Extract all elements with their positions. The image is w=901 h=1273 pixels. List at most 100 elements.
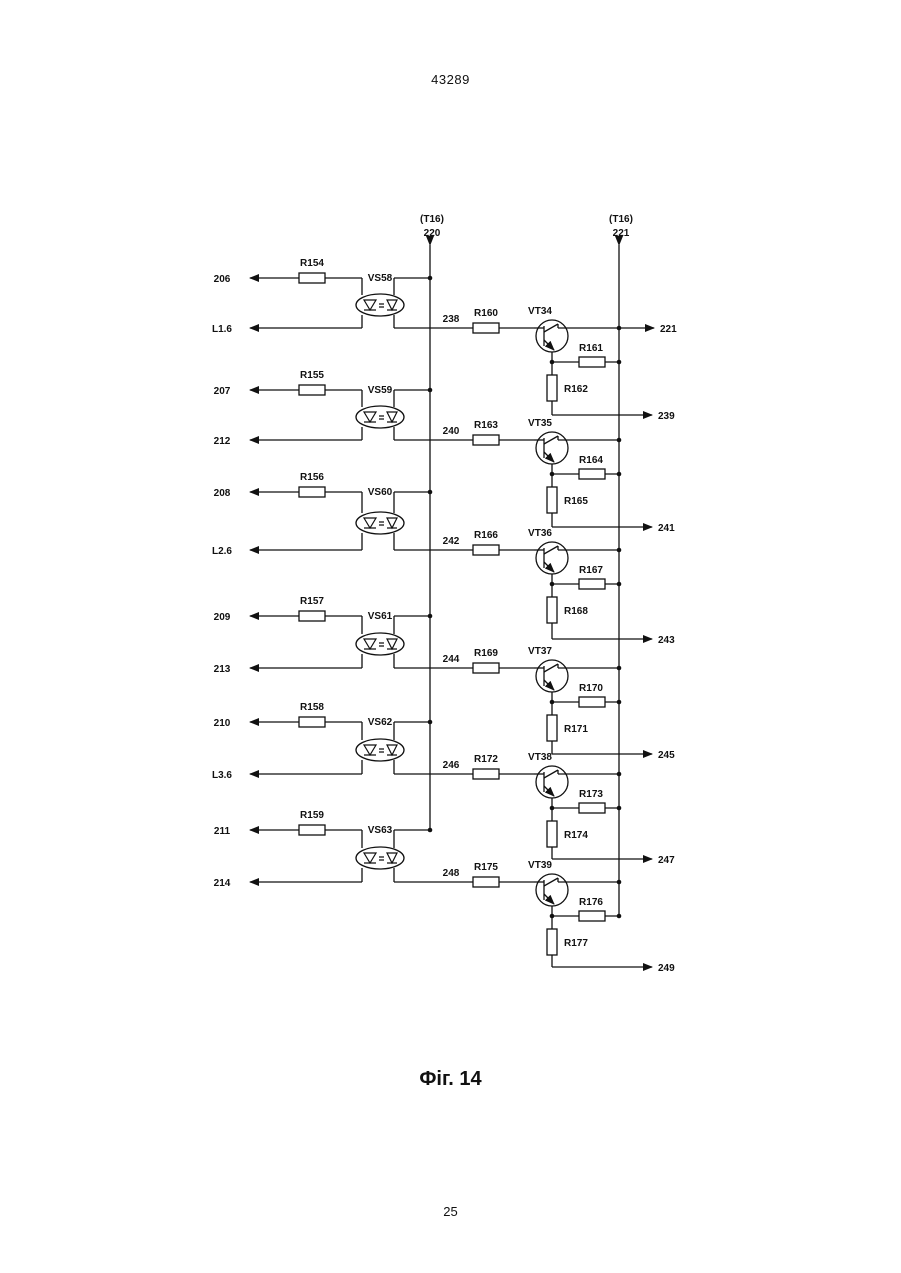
ch6-load-resistor	[547, 929, 557, 955]
ch1-optocoupler-body	[356, 294, 404, 316]
ch3-optocoupler-body	[356, 512, 404, 534]
ch5-photodiode-symbol	[387, 745, 397, 755]
ch1-input-label: 206	[214, 274, 231, 285]
ch2-return-label: 212	[214, 436, 231, 447]
ch2-load-resistor	[547, 487, 557, 513]
ch3-input-label: 208	[214, 488, 231, 499]
ch4-emitter-rail-junction	[617, 700, 622, 705]
ch4-emitter-resistor-label: R170	[579, 683, 603, 694]
ch5-emitter-rail-junction	[617, 806, 622, 811]
ch3-rail-junction	[428, 490, 433, 495]
ch6-input-label: 211	[214, 826, 231, 837]
ch6-optocoupler-label: VS63	[368, 825, 393, 836]
ch6-return-label: 214	[214, 878, 231, 889]
page-number: 25	[0, 1204, 901, 1219]
ch4-input-label: 209	[214, 612, 231, 623]
ch5-input-resistor-label: R158	[300, 702, 324, 713]
ch5-input-resistor	[299, 717, 325, 727]
ch2-emitter-resistor-label: R164	[579, 455, 603, 466]
ch3-photodiode-symbol	[387, 518, 397, 528]
ch5-optocoupler-label: VS62	[368, 717, 393, 728]
ch4-node-label: 244	[443, 654, 460, 665]
ch3-transistor-label: VT36	[528, 528, 552, 539]
output-221-label: 221	[660, 324, 677, 335]
ch6-input-resistor-label: R159	[300, 810, 324, 821]
ch6-emitter-resistor-label: R176	[579, 897, 603, 908]
ch6-led-symbol	[364, 853, 376, 863]
ch2-led-symbol	[364, 412, 376, 422]
ch2-input-resistor	[299, 385, 325, 395]
ch2-base-resistor	[473, 435, 499, 445]
ch5-load-resistor	[547, 821, 557, 847]
ch2-base-resistor-label: R163	[474, 420, 498, 431]
ch4-output-label: 245	[658, 750, 675, 761]
ch6-output-label: 249	[658, 963, 675, 974]
ch4-return-label: 213	[214, 664, 231, 675]
ch4-base-resistor-label: R169	[474, 648, 498, 659]
ch1-led-symbol	[364, 300, 376, 310]
ch1-return-label: L1.6	[212, 324, 232, 335]
ch5-load-resistor-label: R174	[564, 830, 588, 841]
ch2-load-resistor-label: R165	[564, 496, 588, 507]
ch3-load-resistor	[547, 597, 557, 623]
ch2-optocoupler-body	[356, 406, 404, 428]
ch5-led-symbol	[364, 745, 376, 755]
ch1-load-resistor	[547, 375, 557, 401]
ch3-coupling-symbol	[379, 522, 384, 525]
ch5-coupling-symbol	[379, 749, 384, 752]
ch3-emitter-rail-junction	[617, 582, 622, 587]
ch4-input-resistor	[299, 611, 325, 621]
ch6-input-resistor	[299, 825, 325, 835]
ch3-node-label: 242	[443, 536, 460, 547]
ch2-emitter-resistor	[579, 469, 605, 479]
ch1-base-resistor-label: R160	[474, 308, 498, 319]
figure-caption: Фіг. 14	[0, 1068, 901, 1091]
ch1-input-resistor-label: R154	[300, 258, 324, 269]
ch4-rail221-junction	[617, 666, 622, 671]
ch4-optocoupler-label: VS61	[368, 611, 393, 622]
ch5-optocoupler-body	[356, 739, 404, 761]
ch2-rail-junction	[428, 388, 433, 393]
ch2-output-label: 241	[658, 523, 675, 534]
ch5-transistor-label: VT38	[528, 752, 552, 763]
ch4-input-resistor-label: R157	[300, 596, 324, 607]
ch5-base-resistor	[473, 769, 499, 779]
ch1-transistor-label: VT34	[528, 306, 552, 317]
ch2-emitter-rail-junction	[617, 472, 622, 477]
ch5-node-label: 246	[443, 760, 460, 771]
ch1-emitter-resistor-label: R161	[579, 343, 603, 354]
ch3-base-resistor-label: R166	[474, 530, 498, 541]
ch3-return-label: L2.6	[212, 546, 232, 557]
ch2-rail221-junction	[617, 438, 622, 443]
ch3-output-label: 243	[658, 635, 675, 646]
ch3-input-resistor	[299, 487, 325, 497]
ch5-emitter-resistor	[579, 803, 605, 813]
ch5-emitter-resistor-label: R173	[579, 789, 603, 800]
ch3-led-symbol	[364, 518, 376, 528]
ch2-transistor-label: VT35	[528, 418, 552, 429]
rail-221-bus-label: 221	[613, 228, 630, 239]
ch2-input-label: 207	[214, 386, 231, 397]
ch4-led-symbol	[364, 639, 376, 649]
ch5-rail221-junction	[617, 772, 622, 777]
ch1-optocoupler-label: VS58	[368, 273, 393, 284]
ch3-emitter-resistor	[579, 579, 605, 589]
ch1-emitter-resistor	[579, 357, 605, 367]
ch1-coupling-symbol	[379, 304, 384, 307]
ch2-optocoupler-label: VS59	[368, 385, 393, 396]
ch6-photodiode-symbol	[387, 853, 397, 863]
ch1-emitter-rail-junction	[617, 360, 622, 365]
ch3-rail221-junction	[617, 548, 622, 553]
ch3-load-resistor-label: R168	[564, 606, 588, 617]
ch1-rail-junction	[428, 276, 433, 281]
ch6-emitter-resistor	[579, 911, 605, 921]
ch6-base-resistor-label: R175	[474, 862, 498, 873]
ch1-load-resistor-label: R162	[564, 384, 588, 395]
ch4-emitter-resistor	[579, 697, 605, 707]
ch6-rail-junction	[428, 828, 433, 833]
ch4-optocoupler-body	[356, 633, 404, 655]
rail-220-bus-label: 220	[424, 228, 441, 239]
ch5-output-label: 247	[658, 855, 675, 866]
ch1-node-label: 238	[443, 314, 460, 325]
ch4-load-resistor-label: R171	[564, 724, 588, 735]
